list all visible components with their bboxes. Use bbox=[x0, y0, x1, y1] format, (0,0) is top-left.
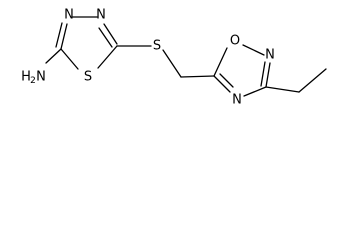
bond-c2-n3-double bbox=[55, 22, 63, 48]
atom-n-oxadiazole-bottom: N bbox=[232, 93, 242, 108]
bond-c3-ch2 bbox=[265, 86, 300, 93]
bond-n2-c3 bbox=[265, 62, 271, 88]
atom-amine-n: N bbox=[36, 70, 46, 85]
bond-s-linker-ch2 bbox=[162, 49, 182, 78]
bond-o1-n2 bbox=[242, 44, 265, 56]
bond-n4-c5ox bbox=[213, 75, 231, 93]
bond-ch2-c5ox bbox=[180, 75, 215, 78]
bond-c2-nh2 bbox=[45, 48, 62, 64]
atom-n-thiadiazole-left: N bbox=[64, 8, 74, 23]
bond-c5ox-o1 bbox=[213, 47, 228, 77]
atom-n-oxadiazole-right: N bbox=[265, 48, 275, 63]
bond-c3-n4 bbox=[243, 86, 267, 97]
bond-n4-c5ox-double bbox=[219, 73, 234, 88]
atom-labels: N N S S H 2 N O N N bbox=[21, 8, 275, 108]
bonds bbox=[45, 16, 327, 97]
chemical-structure: N N S S H 2 N O N N bbox=[21, 8, 327, 108]
bond-n2-c3-double bbox=[260, 61, 266, 87]
bond-n4-c5-double bbox=[98, 27, 113, 48]
bond-c2-n3 bbox=[60, 23, 68, 50]
bond-ch2-ch3 bbox=[298, 68, 327, 93]
bond-s1-c2 bbox=[60, 48, 79, 70]
bond-c5-s1 bbox=[97, 45, 118, 69]
atom-amine-h: H bbox=[21, 70, 31, 85]
atom-s-ring: S bbox=[84, 70, 92, 85]
atom-o-oxadiazole: O bbox=[230, 34, 240, 49]
atom-n-thiadiazole-right: N bbox=[96, 8, 106, 23]
atom-amine-subscript: 2 bbox=[30, 76, 36, 86]
atom-s-linker: S bbox=[153, 39, 161, 54]
bond-n4-c5 bbox=[103, 23, 118, 45]
